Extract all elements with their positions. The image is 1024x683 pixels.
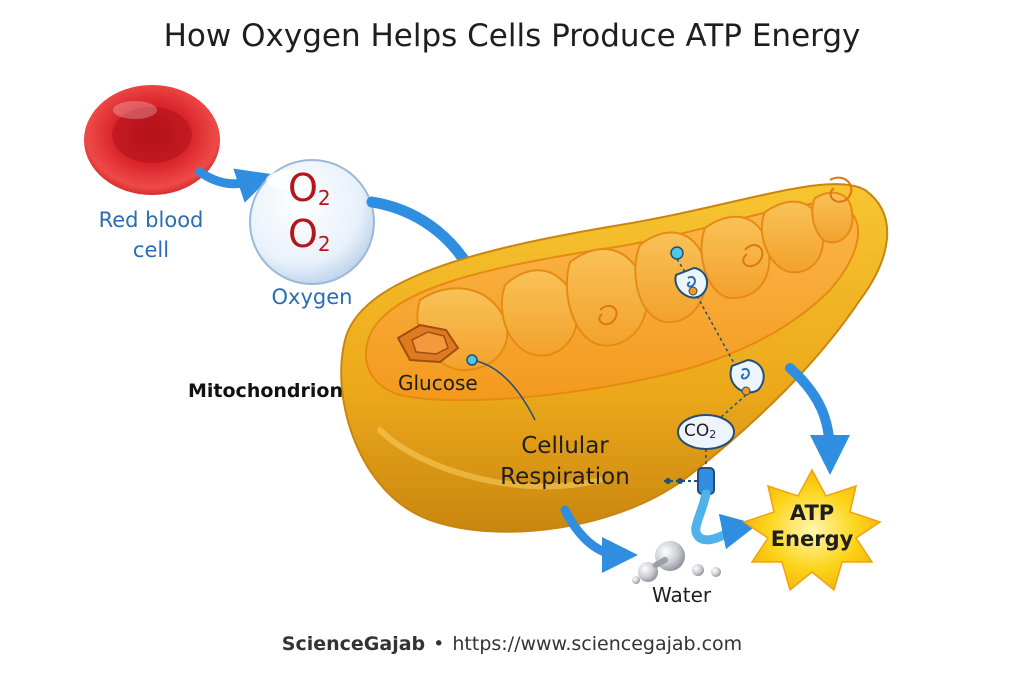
- cellular-respiration-line2: Respiration: [500, 464, 630, 490]
- glucose-pointer-line: [471, 359, 536, 421]
- mitochondrion-icon: [340, 176, 889, 533]
- arrow-rbc-to-oxygen: [195, 167, 274, 203]
- oxygen-symbol-2-letter: O: [288, 212, 318, 256]
- red-blood-cell-label-line2: cell: [132, 238, 170, 262]
- glucose-pointer-dot: [466, 354, 478, 366]
- glucose-label: Glucose: [398, 371, 478, 395]
- oxygen-label: Oxygen: [271, 285, 353, 309]
- atp-channel-icon: [664, 467, 758, 550]
- atp-energy-label-line2: Energy: [770, 527, 854, 551]
- co2-label: CO2: [684, 421, 716, 441]
- co2-label-letters: CO: [684, 421, 710, 441]
- footer-separator: •: [433, 633, 445, 655]
- red-blood-cell-label-line1: Red blood: [98, 208, 204, 232]
- cellular-respiration-label: Cellular Respiration: [470, 431, 660, 493]
- footer-url[interactable]: https://www.sciencegajab.com: [452, 633, 743, 655]
- atp-energy-star-icon: [742, 468, 882, 592]
- page-title: How Oxygen Helps Cells Produce ATP Energ…: [163, 18, 861, 54]
- oxygen-symbol-1-letter: O: [288, 166, 318, 210]
- oxygen-bubble-icon: [249, 159, 375, 285]
- oxygen-symbol-1-sub: 2: [317, 186, 331, 210]
- mitochondrion-label: Mitochondrion: [188, 380, 343, 402]
- footer-brand: ScienceGajab: [281, 633, 426, 655]
- arrow-to-atp: [785, 363, 850, 475]
- water-molecule-icon: [632, 541, 721, 584]
- co2-label-sub: 2: [709, 428, 717, 441]
- co2-bubble-icon: [677, 414, 735, 466]
- footer: ScienceGajab • https://www.sciencegajab.co…: [0, 633, 1024, 655]
- electron-carrier-icon: [670, 246, 765, 419]
- atp-energy-label: ATP Energy: [762, 500, 862, 552]
- oxygen-symbol-2: O2: [288, 214, 331, 264]
- glucose-icon: [396, 323, 460, 364]
- oxygen-symbol-1: O2: [288, 168, 331, 218]
- red-blood-cell-label: Red blood cell: [86, 205, 216, 265]
- red-blood-cell-icon: [84, 85, 220, 195]
- atp-energy-label-line1: ATP: [789, 501, 835, 525]
- oxygen-symbol-2-sub: 2: [317, 232, 331, 256]
- water-label: Water: [652, 583, 712, 607]
- arrow-to-water: [560, 505, 638, 573]
- cellular-respiration-line1: Cellular: [521, 433, 609, 459]
